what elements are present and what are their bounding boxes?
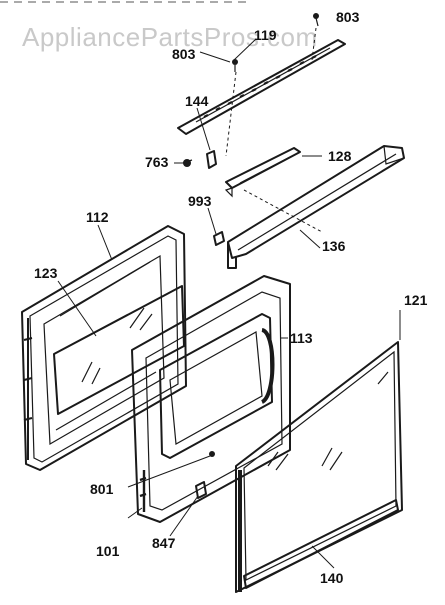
part-136-handle bbox=[227, 145, 405, 269]
part-140-bottom-trim bbox=[243, 499, 399, 589]
screw-803-left bbox=[232, 59, 238, 72]
assembly-line-a bbox=[225, 71, 237, 157]
callout-labels: 803 803 119 144 128 763 993 136 112 123 … bbox=[34, 9, 428, 586]
callout-136: 136 bbox=[322, 238, 346, 254]
callout-847: 847 bbox=[152, 535, 176, 551]
callout-144: 144 bbox=[185, 93, 209, 109]
callout-112: 112 bbox=[86, 209, 109, 225]
callout-801: 801 bbox=[90, 481, 114, 497]
part-119-trim-strip bbox=[177, 39, 346, 135]
watermark-text: AppliancePartsPros.com bbox=[22, 22, 318, 52]
callout-121: 121 bbox=[404, 292, 428, 308]
part-801-screw bbox=[209, 451, 215, 457]
callout-113: 113 bbox=[290, 330, 313, 346]
callout-128: 128 bbox=[328, 148, 352, 164]
callout-803-left: 803 bbox=[172, 46, 196, 62]
part-993-spacer bbox=[213, 231, 225, 246]
part-123-window-glass bbox=[53, 285, 185, 415]
part-128-bracket bbox=[224, 147, 301, 198]
leader-lines bbox=[57, 38, 401, 569]
callout-101: 101 bbox=[96, 543, 120, 559]
callout-119: 119 bbox=[254, 27, 277, 43]
callout-993: 993 bbox=[188, 193, 212, 209]
callout-763: 763 bbox=[145, 154, 169, 170]
part-763-screw bbox=[182, 159, 193, 167]
screw-803-top bbox=[313, 13, 319, 27]
assembly-line-c bbox=[311, 27, 317, 61]
callout-803-top: 803 bbox=[336, 9, 360, 25]
callout-123: 123 bbox=[34, 265, 58, 281]
part-121-outer-glass bbox=[235, 341, 403, 593]
part-144-clip bbox=[206, 150, 217, 169]
assembly-line-b bbox=[243, 189, 323, 233]
part-113-door-frame bbox=[131, 275, 291, 523]
callout-140: 140 bbox=[320, 570, 344, 586]
part-847-hinge-part bbox=[195, 481, 207, 499]
part-112-inner-liner bbox=[21, 225, 187, 471]
